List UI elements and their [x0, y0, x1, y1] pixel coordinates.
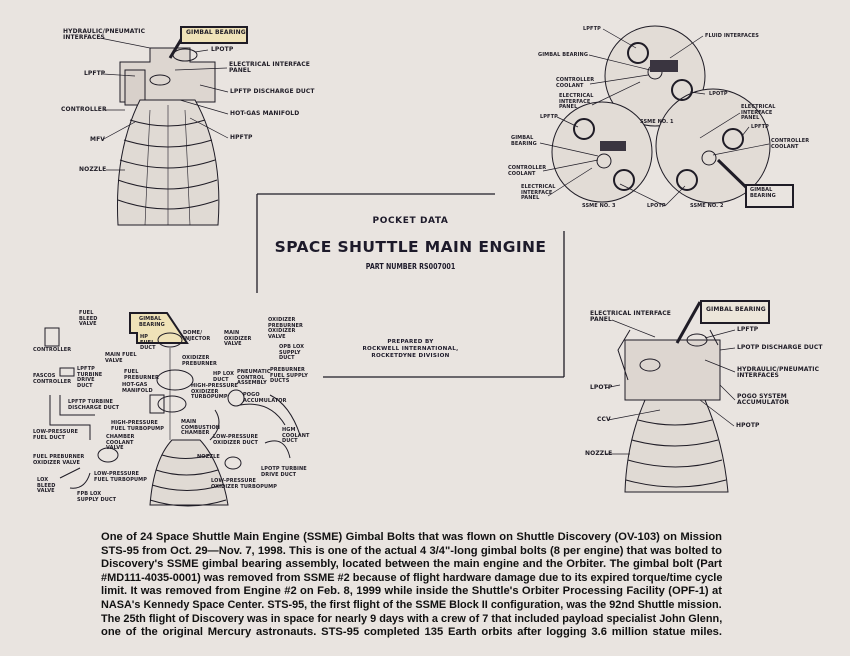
description-line: STS-95 from Oct. 29—Nov. 7, 1998. This i…: [101, 544, 722, 557]
label-ssme1-lpotp: LPOTP: [709, 91, 728, 97]
label-main-fuel-valve: MAIN FUEL VALVE: [105, 352, 137, 364]
engine-exploded-view-bottom-left: [44, 312, 301, 507]
label-controller: CONTROLLER: [61, 106, 107, 113]
label-ssme2-electrical-interface-panel: ELECTRICAL INTERFACE PANEL: [741, 104, 776, 122]
label-oxidizer-preburner-oxidizer-valve: OXIDIZER PREBURNER OXIDIZER VALVE: [268, 317, 304, 340]
label-nozzle: NOZZLE: [79, 166, 107, 173]
label-lpftp-turbine-discharge-duct: LPFTP TURBINE DISCHARGE DUCT: [68, 399, 120, 411]
label-fpb-lox-supply-duct: FPB LOX SUPPLY DUCT: [77, 491, 117, 503]
description-line: NASA's Kennedy Space Center. STS-95, the…: [101, 598, 722, 611]
label-lpotp-discharge-duct: LPOTP DISCHARGE DUCT: [737, 344, 823, 351]
description-line: limit. It was removed from Engine #2 on …: [101, 585, 722, 598]
label-main-combustion-chamber: MAIN COMBUSTION CHAMBER: [181, 419, 221, 437]
engine-cluster-top-right: [539, 25, 771, 207]
label-high-pressure-oxidizer-turbopump: HIGH-PRESSURE OXIDIZER TURBOPUMP: [191, 383, 238, 401]
label-high-pressure-fuel-turbopump: HIGH-PRESSURE FUEL TURBOPUMP: [111, 420, 164, 432]
label-low-pressure-fuel-duct: LOW-PRESSURE FUEL DUCT: [33, 429, 79, 441]
label-lpftp-discharge-duct: LPFTP DISCHARGE DUCT: [230, 88, 315, 95]
label-nozzle: NOZZLE: [197, 454, 220, 460]
label-mfv: MFV: [90, 136, 106, 143]
label-lpftp: LPFTP: [737, 326, 759, 333]
label-ssme-no-3: SSME NO. 3: [582, 203, 616, 209]
label-ssme2-lpftp: LPFTP: [751, 124, 769, 130]
label-hgm-coolant-duct: HGM COOLANT DUCT: [282, 427, 310, 445]
label-opb-lox-supply-duct: OPB LOX SUPPLY DUCT: [279, 344, 305, 362]
label-ssme-no-2: SSME NO. 2: [690, 203, 724, 209]
cover-frame: [256, 193, 565, 378]
label-lpftp-turbine-drive-duct: LPFTP TURBINE DRIVE DUCT: [77, 366, 103, 389]
label-nozzle: NOZZLE: [585, 450, 613, 457]
label-lox-bleed-valve: LOX BLEED VALVE: [37, 477, 56, 495]
label-ssme1-controller-coolant: CONTROLLER COOLANT: [556, 77, 595, 89]
label-oxidizer-preburner: OXIDIZER PREBURNER: [182, 355, 218, 367]
label-dome-injector: DOME/ INJECTOR: [183, 330, 211, 342]
label-gimbal-bearing: GIMBAL BEARING: [139, 316, 165, 328]
description-line: one of the original Mercury astronauts. …: [101, 626, 722, 639]
label-ssme2-gimbal-bearing: GIMBAL BEARING: [750, 187, 776, 199]
label-ssme-no-1: SSME NO. 1: [640, 119, 674, 125]
label-fuel-preburner-oxidizer-valve: FUEL PREBURNER OXIDIZER VALVE: [33, 454, 85, 466]
label-ssme1-lpftp: LPFTP: [583, 26, 601, 32]
label-ssme1-electrical-interface-panel: ELECTRICAL INTERFACE PANEL: [559, 93, 594, 111]
label-ssme3-electrical-interface-panel: ELECTRICAL INTERFACE PANEL: [521, 184, 556, 202]
label-hot-gas-manifold: HOT-GAS MANIFOLD: [230, 110, 300, 117]
gimbal-bearing-highlight-box: [700, 300, 770, 324]
label-ssme2-lpotp: LPOTP: [647, 203, 666, 209]
label-ssme3-lpftp: LPFTP: [540, 114, 558, 120]
label-ssme3-controller-coolant: CONTROLLER COOLANT: [508, 165, 547, 177]
label-hydraulic-interfaces: HYDRAULIC/PNEUMATIC INTERFACES: [737, 366, 820, 380]
label-hydraulic-interfaces: HYDRAULIC/PNEUMATIC INTERFACES: [63, 28, 146, 42]
label-lpotp: LPOTP: [590, 384, 613, 391]
label-fascos-controller: FASCOS CONTROLLER: [33, 373, 72, 385]
label-ssme1-fluid-interfaces: FLUID INTERFACES: [705, 33, 759, 39]
label-hpftp: HPFTP: [230, 134, 253, 141]
label-electrical-interface-panel: ELECTRICAL INTERFACE PANEL: [229, 61, 310, 75]
label-gimbal-bearing: GIMBAL BEARING: [706, 306, 766, 313]
label-hp-fuel-duct: HP FUEL DUCT: [140, 334, 156, 352]
label-chamber-coolant-valve: CHAMBER COOLANT VALVE: [106, 434, 135, 452]
engine-side-view-top-left: [99, 37, 229, 226]
label-ssme1-gimbal-bearing: GIMBAL BEARING: [538, 52, 589, 58]
label-lpotp: LPOTP: [211, 46, 234, 53]
label-fuel-preburner: FUEL PREBURNER: [124, 369, 160, 381]
document-title: SPACE SHUTTLE MAIN ENGINE: [274, 238, 547, 256]
engine-side-view-bottom-right: [604, 301, 736, 493]
description-line: One of 24 Space Shuttle Main Engine (SSM…: [101, 531, 722, 543]
label-lpotp-turbine-drive-duct: LPOTP TURBINE DRIVE DUCT: [261, 466, 307, 478]
label-low-pressure-fuel-turbopump: LOW-PRESSURE FUEL TURBOPUMP: [94, 471, 147, 483]
label-hot-gas-manifold: HOT-GAS MANIFOLD: [122, 382, 153, 394]
label-pneumatic-control-assembly: PNEUMATIC CONTROL ASSEMBLY: [237, 369, 271, 387]
label-low-pressure-oxidizer-duct: LOW-PRESSURE OXIDIZER DUCT: [213, 434, 259, 446]
part-number: PART NUMBER RS007001: [365, 262, 456, 271]
label-hp-lox-duct: HP LOX DUCT: [213, 371, 235, 383]
label-preburner-fuel-supply-ducts: PREBURNER FUEL SUPPLY DUCTS: [270, 367, 308, 385]
description-line: Discovery's SSME gimbal bearing assembly…: [101, 558, 722, 571]
label-main-oxidizer-valve: MAIN OXIDIZER VALVE: [224, 330, 252, 348]
label-ssme2-controller-coolant: CONTROLLER COOLANT: [771, 138, 810, 150]
gimbal-bearing-callout-box: [745, 184, 794, 208]
description-line: The 25th flight of Discovery was in spac…: [101, 612, 723, 625]
prepared-by: PREPARED BY ROCKWELL INTERNATIONAL, ROCK…: [362, 339, 459, 359]
label-hpotp: HPOTP: [736, 422, 760, 429]
label-electrical-interface-panel: ELECTRICAL INTERFACE PANEL: [590, 310, 671, 324]
pocket-data-heading: POCKET DATA: [372, 216, 449, 226]
description-paragraph: One of 24 Space Shuttle Main Engine (SSM…: [101, 531, 722, 640]
label-lpftp: LPFTP: [84, 70, 106, 77]
label-gimbal-bearing: GIMBAL BEARING: [186, 29, 246, 36]
label-low-pressure-oxidizer-turbopump: LOW-PRESSURE OXIDIZER TURBOPUMP: [211, 478, 277, 490]
description-line: #MD111-4035-0001) was removed from SSME …: [101, 571, 723, 584]
label-ssme3-gimbal-bearing: GIMBAL BEARING: [511, 135, 537, 147]
label-ccv: CCV: [597, 416, 611, 423]
label-pogo-accumulator: POGO ACCUMULATOR: [243, 392, 287, 404]
label-controller: CONTROLLER: [33, 347, 72, 353]
label-pogo-system-accumulator: POGO SYSTEM ACCUMULATOR: [737, 393, 790, 407]
gimbal-bearing-highlight-box: [180, 26, 248, 44]
label-fuel-bleed-valve: FUEL BLEED VALVE: [79, 310, 98, 328]
